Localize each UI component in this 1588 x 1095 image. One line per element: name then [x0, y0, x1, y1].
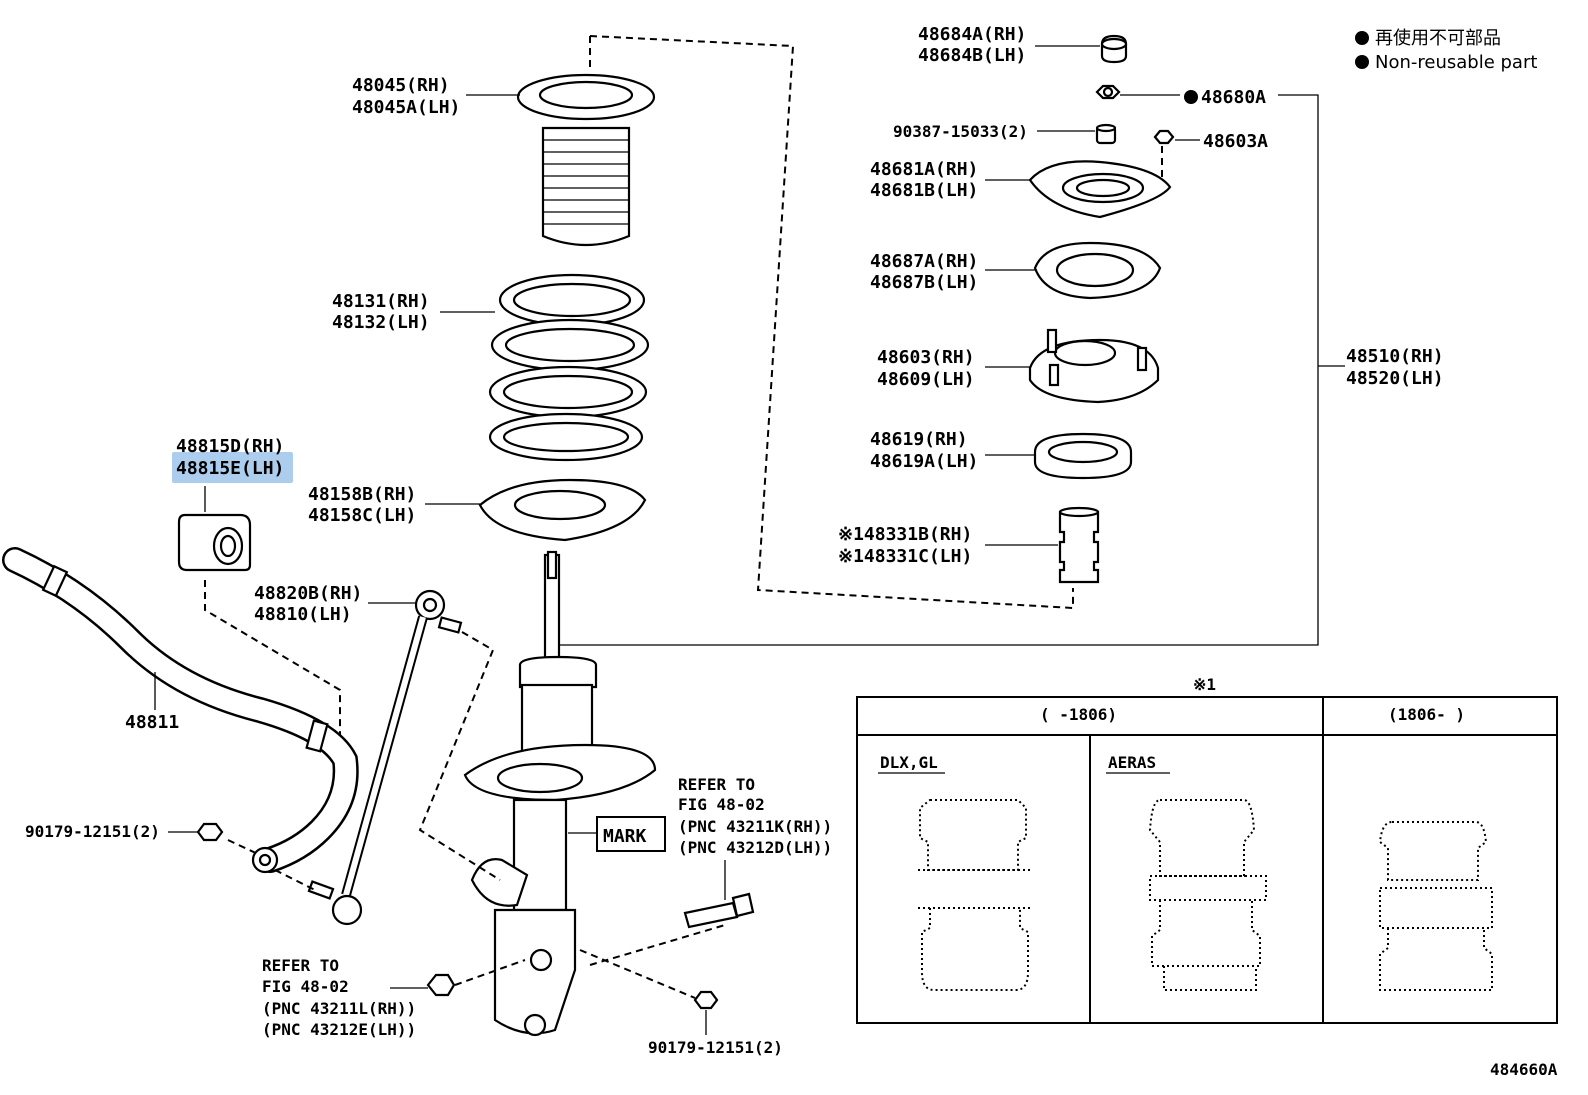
part-48684-cap — [1100, 34, 1128, 64]
refer1-line2: FIG 48-02 — [678, 795, 765, 814]
part-48680a-nut — [1095, 84, 1121, 100]
label-48158c: 48158C(LH) — [308, 505, 416, 526]
figure-id: 484660A — [1490, 1060, 1558, 1079]
assembly-bracket-48510 — [560, 94, 1319, 646]
part-48045-spring-boot — [516, 73, 656, 247]
dashed-boot-link — [589, 35, 1074, 610]
refer2-line4: (PNC 43212E(LH)) — [262, 1020, 416, 1039]
refer1-line4: (PNC 43212D(LH)) — [678, 838, 832, 857]
label-48331b: ※148331B(RH) — [838, 524, 972, 545]
table-col-right: (1806- ) — [1388, 705, 1465, 724]
table-note: ※1 — [1193, 675, 1216, 694]
label-48045: 48045(RH) — [352, 75, 450, 96]
non-reusable-bullet-icon — [1184, 90, 1198, 104]
part-48619-bearing — [1033, 432, 1133, 480]
part-90387-collar — [1095, 123, 1117, 145]
label-48681b: 48681B(LH) — [870, 180, 978, 201]
dashed-bushing-to-bar — [204, 580, 341, 740]
stopper-1806 — [1378, 821, 1493, 991]
label-48619a: 48619A(LH) — [870, 451, 978, 472]
label-48684b: 48684B(LH) — [918, 45, 1026, 66]
part-48158-spring-seat — [478, 478, 647, 542]
label-48684a: 48684A(RH) — [918, 24, 1026, 45]
label-48520: 48520(LH) — [1346, 368, 1444, 389]
refer2-line3: (PNC 43211L(RH)) — [262, 999, 416, 1018]
bullet-icon — [1355, 55, 1369, 69]
bullet-icon — [1355, 31, 1369, 45]
label-48680a: 48680A — [1201, 87, 1266, 108]
part-nut-lower-left — [426, 973, 456, 997]
part-nut-lower-right — [693, 990, 719, 1010]
label-48619: 48619(RH) — [870, 429, 968, 450]
label-48158b: 48158B(RH) — [308, 484, 416, 505]
legend: 再使用不可部品 Non-reusable part — [1355, 28, 1537, 73]
part-48331-bump-stopper — [1058, 506, 1100, 584]
refer2-line1: REFER TO — [262, 956, 339, 975]
part-48815-stabilizer-bushing — [177, 513, 252, 572]
stopper-aeras — [1148, 799, 1267, 991]
label-48331c: ※148331C(LH) — [838, 546, 972, 567]
part-48811-stabilizer-bar — [2, 547, 359, 874]
table-sub-dlx: DLX,GL — [880, 753, 938, 772]
refer1-line1: REFER TO — [678, 775, 755, 794]
label-90179-a: 90179-12151(2) — [25, 822, 160, 841]
label-48510: 48510(RH) — [1346, 346, 1444, 367]
part-48131-coil-spring — [488, 273, 650, 462]
label-48603: 48603(RH) — [877, 347, 975, 368]
dashed-link-to-strut — [418, 631, 501, 881]
stopper-dlx — [918, 799, 1030, 991]
label-48132: 48132(LH) — [332, 312, 430, 333]
label-90179-b: 90179-12151(2) — [648, 1038, 783, 1057]
label-48820b: 48820B(RH) — [254, 583, 362, 604]
part-nut-left — [196, 822, 224, 842]
label-48815e: 48815E(LH) — [176, 458, 284, 479]
label-mark: MARK — [603, 826, 647, 847]
refer2-line2: FIG 48-02 — [262, 977, 349, 996]
label-48687a: 48687A(RH) — [870, 251, 978, 272]
variant-table: ※1 ( -1806) (1806- ) DLX,GL AERAS — [856, 675, 1558, 1024]
label-48687b: 48687B(LH) — [870, 272, 978, 293]
part-48681-plate — [1028, 160, 1172, 219]
label-48811: 48811 — [125, 712, 179, 733]
selection-highlight — [172, 452, 293, 483]
part-48687-gasket — [1033, 241, 1162, 300]
label-48131: 48131(RH) — [332, 291, 430, 312]
part-bolt-upper — [683, 892, 755, 929]
label-48815d: 48815D(RH) — [176, 436, 284, 457]
table-sub-aeras: AERAS — [1108, 753, 1156, 772]
part-shock-absorber — [463, 550, 657, 1037]
label-48603a: 48603A — [1203, 131, 1268, 152]
part-48603-support — [1028, 328, 1160, 404]
legend-en: Non-reusable part — [1375, 52, 1537, 73]
label-90387: 90387-15033(2) — [893, 122, 1028, 141]
part-48603a-nut — [1153, 129, 1175, 145]
label-48810: 48810(LH) — [254, 604, 352, 625]
refer1-line3: (PNC 43211K(RH)) — [678, 817, 832, 836]
label-48681a: 48681A(RH) — [870, 159, 978, 180]
label-48609: 48609(LH) — [877, 369, 975, 390]
label-48045a: 48045A(LH) — [352, 97, 460, 118]
legend-jp: 再使用不可部品 — [1375, 28, 1501, 49]
part-48820b-stabilizer-link — [307, 589, 463, 926]
mark-box — [596, 816, 666, 852]
table-col-left: ( -1806) — [1040, 705, 1117, 724]
